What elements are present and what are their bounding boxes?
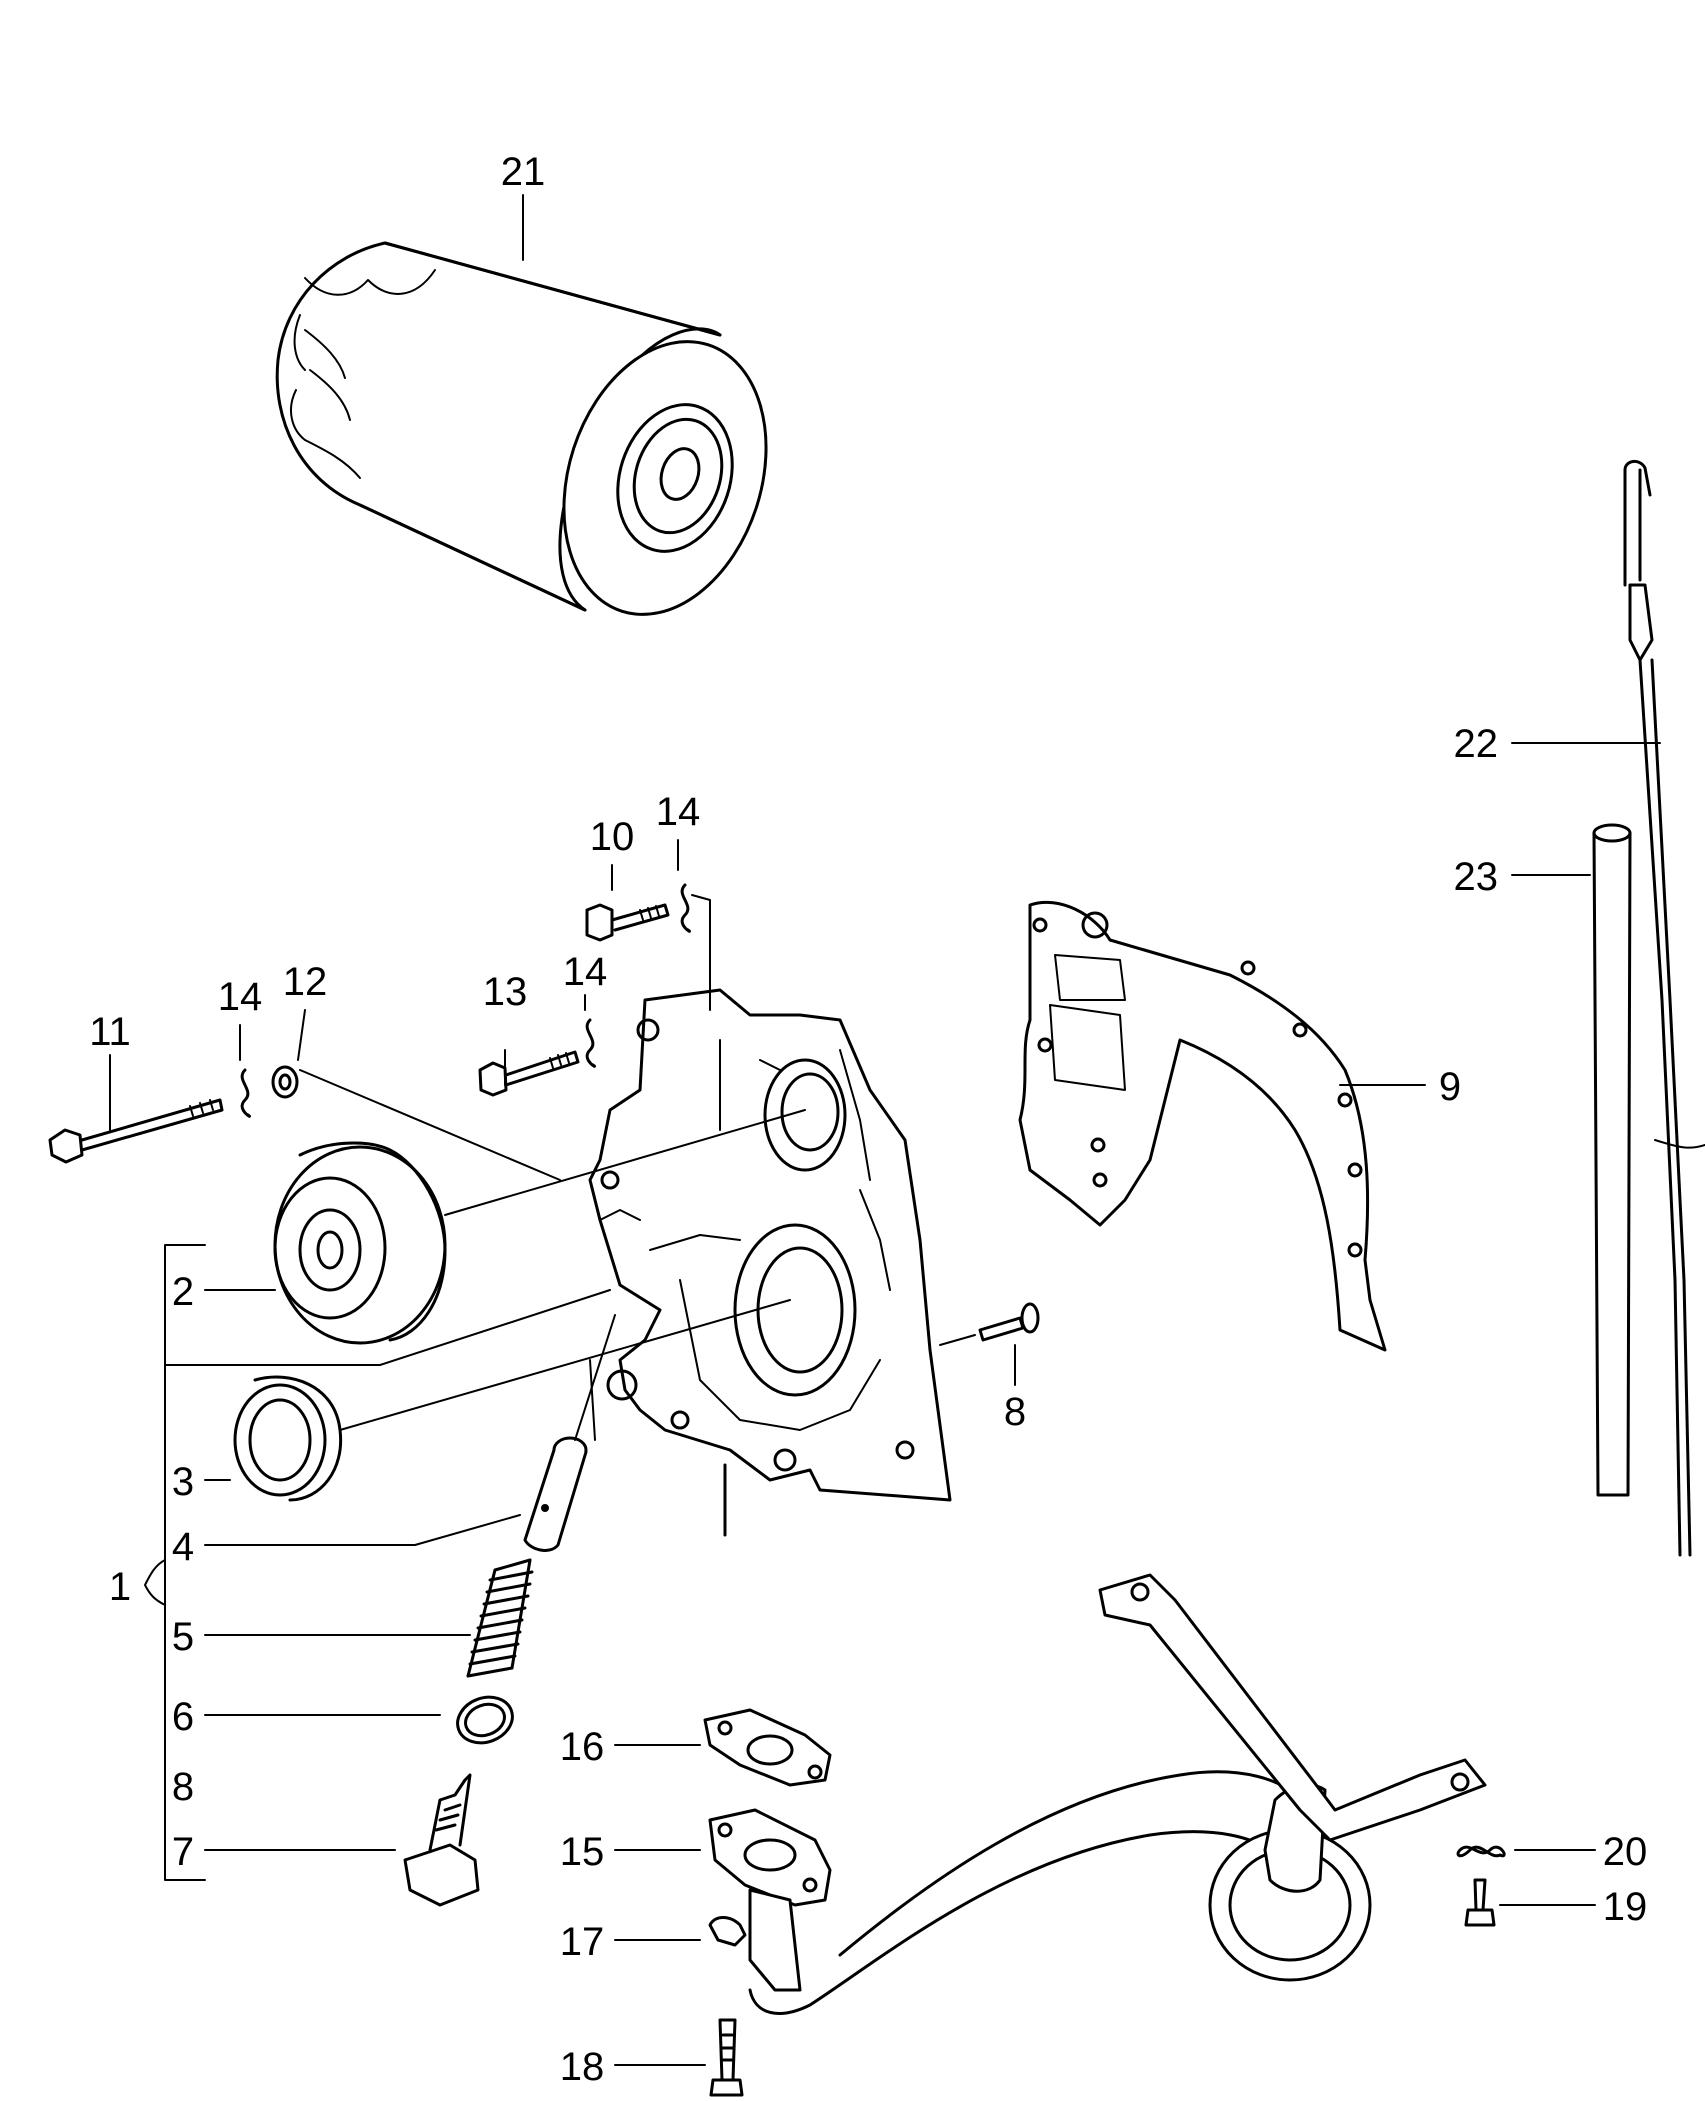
callout-14-top: 14 bbox=[656, 790, 701, 834]
leader-lines bbox=[109, 194, 1661, 2066]
washer-12-part bbox=[271, 1065, 299, 1099]
callout-18: 18 bbox=[560, 2045, 605, 2089]
callout-labels: 21 22 23 9 10 14 14 13 11 14 12 8 2 3 4 … bbox=[89, 150, 1647, 2089]
callout-8-right: 8 bbox=[1004, 1390, 1026, 1434]
bolt-18-part bbox=[709, 2018, 744, 2097]
relief-piston-part bbox=[523, 1436, 588, 1552]
callout-7: 7 bbox=[172, 1830, 194, 1874]
callout-22: 22 bbox=[1454, 722, 1499, 766]
washer-part bbox=[456, 1695, 514, 1745]
lock-washer-14b-part bbox=[585, 1018, 596, 1068]
gasket-part bbox=[1018, 900, 1387, 1352]
callout-6: 6 bbox=[172, 1695, 194, 1739]
oil-pump-gear-part bbox=[273, 1141, 447, 1345]
drain-plug-part bbox=[403, 1773, 480, 1907]
callout-19: 19 bbox=[1603, 1885, 1648, 1929]
callout-11: 11 bbox=[89, 1010, 131, 1054]
screw-8-part bbox=[978, 1302, 1040, 1342]
dipstick-tube-part bbox=[1592, 823, 1632, 1497]
callout-2: 2 bbox=[172, 1270, 194, 1314]
dipstick-part bbox=[1623, 460, 1705, 1557]
bolt-11-part bbox=[48, 1098, 224, 1164]
callout-17: 17 bbox=[560, 1920, 605, 1964]
spring-part bbox=[466, 1558, 534, 1678]
oil-pump-housing-part bbox=[588, 988, 952, 1537]
callout-9: 9 bbox=[1439, 1065, 1461, 1109]
callout-13: 13 bbox=[483, 970, 528, 1014]
oil-filter-part bbox=[275, 241, 768, 616]
bolt-13-part bbox=[478, 1050, 580, 1097]
lock-washer-14c-part bbox=[680, 883, 711, 1011]
callout-12: 12 bbox=[283, 960, 328, 1004]
seal-ring-part bbox=[233, 1375, 343, 1502]
lock-washer-14a-part bbox=[240, 1068, 251, 1118]
lock-washer-20-part bbox=[1456, 1845, 1506, 1858]
callout-14-left: 14 bbox=[218, 975, 263, 1019]
callout-23: 23 bbox=[1454, 855, 1499, 899]
flange-gasket-16-part bbox=[703, 1708, 832, 1787]
callout-16: 16 bbox=[560, 1725, 605, 1769]
callout-5: 5 bbox=[172, 1615, 194, 1659]
callout-20: 20 bbox=[1603, 1830, 1648, 1874]
bolt-19-part bbox=[1464, 1878, 1496, 1927]
bolt-10-part bbox=[585, 903, 670, 942]
callout-8-left: 8 bbox=[172, 1765, 194, 1809]
callout-15: 15 bbox=[560, 1830, 605, 1874]
callout-21: 21 bbox=[501, 150, 546, 194]
callout-1: 1 bbox=[109, 1565, 131, 1609]
callout-10: 10 bbox=[590, 815, 635, 859]
callout-4: 4 bbox=[172, 1525, 194, 1569]
callout-14-mid: 14 bbox=[563, 950, 608, 994]
oil-pickup-tube-part bbox=[708, 1573, 1487, 2015]
callout-3: 3 bbox=[172, 1460, 194, 1504]
flange-15-part bbox=[708, 1808, 832, 1907]
